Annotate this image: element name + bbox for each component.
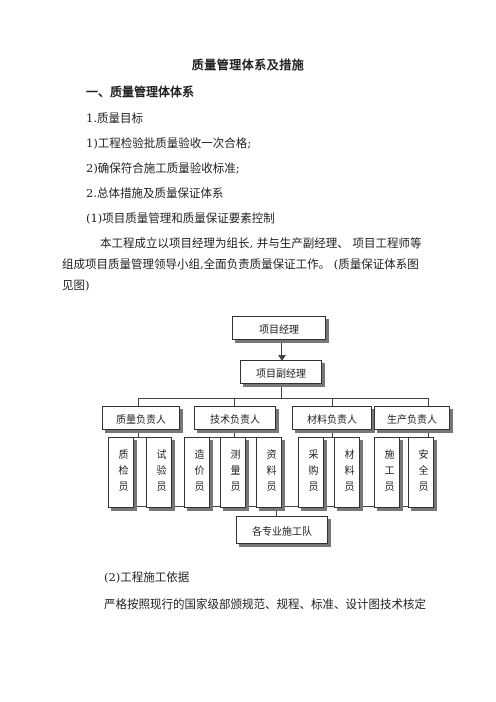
connector-line — [428, 429, 429, 437]
connector-line — [138, 429, 139, 437]
box-project-manager: 项目经理 — [232, 316, 326, 340]
connector-line — [332, 398, 333, 406]
box-staff-quality-inspector: 质检员 — [108, 437, 134, 508]
org-chart: 项目经理 项目副经理 质量负责人 技术负责人 材料负责人 生产负责人 质检员 试… — [86, 310, 450, 560]
box-staff-safety-officer: 安全员 — [408, 437, 434, 508]
item-overall-measures: 2.总体措施及质量保证体系 — [86, 186, 224, 200]
box-deputy-manager: 项目副经理 — [240, 360, 322, 384]
connector-line — [138, 398, 428, 399]
box-staff-document-clerk: 资料员 — [256, 437, 282, 508]
box-staff-material-clerk: 材料员 — [334, 437, 360, 508]
connector-line — [281, 382, 282, 398]
arrow-down-icon — [278, 355, 286, 361]
box-quality-head: 质量负责人 — [102, 406, 180, 430]
box-staff-construction-worker: 施工员 — [374, 437, 400, 508]
box-material-head: 材料负责人 — [292, 406, 372, 430]
item-goal-1: 1)工程检验批质量验收一次合格; — [86, 136, 252, 150]
box-staff-surveyor: 测量员 — [220, 437, 246, 508]
box-construction-teams: 各专业施工队 — [236, 516, 328, 544]
box-staff-cost-estimator: 造价员 — [184, 437, 210, 508]
connector-line — [276, 506, 277, 516]
connector-line — [234, 429, 235, 437]
section-heading: 一、质量管理体体系 — [86, 85, 195, 99]
box-technical-head: 技术负责人 — [194, 406, 276, 430]
connector-line — [312, 437, 350, 438]
connector-line — [234, 398, 235, 406]
item-goal-2: 2)确保符合施工质量验收标准; — [86, 161, 240, 175]
item-construction-basis: (2)工程施工依据 — [104, 570, 190, 584]
paragraph-standards: 严格按照现行的国家级部颁规范、规程、标准、设计图技术核定 — [104, 597, 426, 611]
box-production-head: 生产负责人 — [374, 406, 450, 430]
connector-line — [332, 429, 333, 437]
box-staff-tester: 试验员 — [146, 437, 172, 508]
connector-line — [281, 338, 282, 360]
connector-line — [138, 398, 139, 406]
connector-line — [120, 437, 158, 438]
paragraph-leadership: 本工程成立以项目经理为组长, 并与生产副经理、 项目工程师等组成项目质量管理领导… — [62, 236, 422, 292]
item-quality-goal: 1.质量目标 — [86, 111, 143, 125]
item-quality-control: (1)项目质量管理和质量保证要素控制 — [86, 211, 275, 225]
connector-line — [428, 398, 429, 406]
box-staff-purchaser: 采购员 — [298, 437, 324, 508]
document-title: 质量管理体系及措施 — [191, 58, 305, 72]
